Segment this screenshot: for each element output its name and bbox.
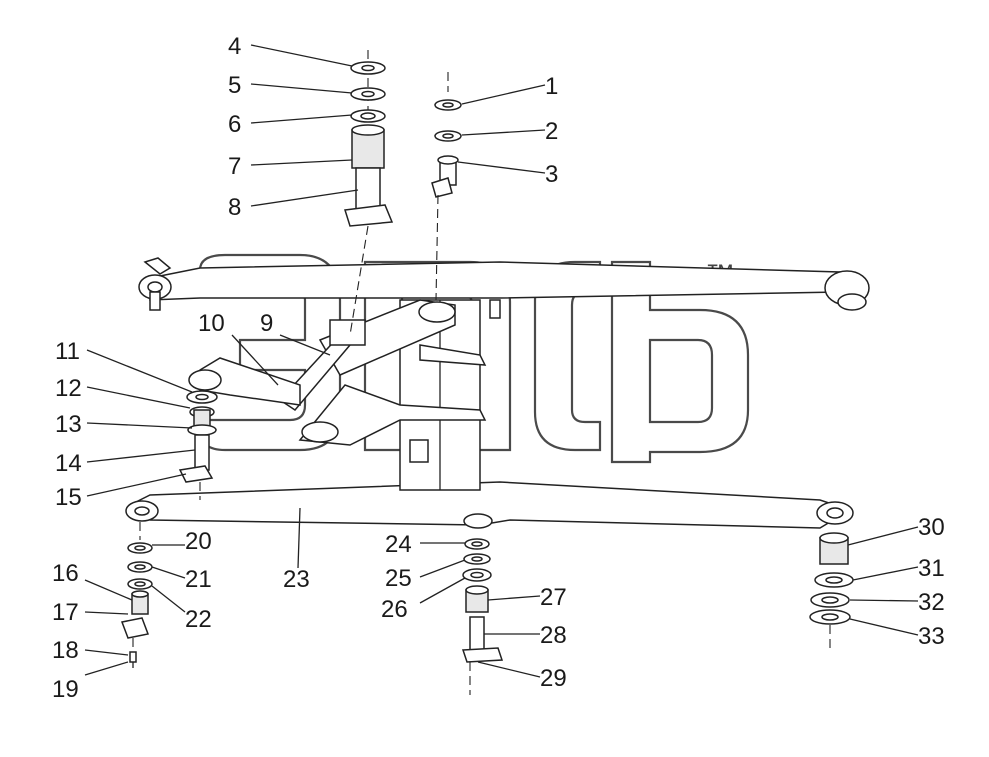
callout-17: 17 xyxy=(52,599,79,626)
callout-25: 25 xyxy=(385,565,412,592)
callout-18: 18 xyxy=(52,637,79,664)
pin-stack-24-29 xyxy=(461,538,504,695)
callout-15: 15 xyxy=(55,484,82,511)
callout-5: 5 xyxy=(228,72,241,99)
callout-8: 8 xyxy=(228,194,241,221)
callout-33: 33 xyxy=(918,623,945,650)
callout-14: 14 xyxy=(55,450,82,477)
callout-28: 28 xyxy=(540,622,567,649)
callout-2: 2 xyxy=(545,118,558,145)
callout-9: 9 xyxy=(260,310,273,337)
pin-stack-1-3 xyxy=(431,72,462,301)
callout-11: 11 xyxy=(55,338,80,365)
upper-beam xyxy=(138,257,870,311)
callout-13: 13 xyxy=(55,411,82,438)
pin-stack-11-15 xyxy=(178,390,218,500)
callout-19: 19 xyxy=(52,676,79,703)
pin-stack-16-22 xyxy=(120,522,153,668)
callout-27: 27 xyxy=(540,584,567,611)
callout-30: 30 xyxy=(918,514,945,541)
callout-10: 10 xyxy=(198,310,225,337)
callout-23: 23 xyxy=(283,566,310,593)
callout-24: 24 xyxy=(385,531,412,558)
lower-beam xyxy=(125,481,854,529)
callout-labels: 1 2 3 4 5 6 7 8 9 10 11 12 13 14 15 16 1… xyxy=(52,33,945,703)
callout-21: 21 xyxy=(185,566,212,593)
callout-31: 31 xyxy=(918,555,945,582)
callout-16: 16 xyxy=(52,560,79,587)
callout-12: 12 xyxy=(55,375,82,402)
callout-29: 29 xyxy=(540,665,567,692)
pin-stack-30-33 xyxy=(809,532,854,652)
callout-6: 6 xyxy=(228,111,241,138)
callout-7: 7 xyxy=(228,153,241,180)
callout-1: 1 xyxy=(545,73,558,100)
leader-lines xyxy=(84,44,919,678)
callout-3: 3 xyxy=(545,161,558,188)
callout-26: 26 xyxy=(381,596,408,623)
callout-4: 4 xyxy=(228,33,241,60)
callout-32: 32 xyxy=(918,589,945,616)
callout-22: 22 xyxy=(185,606,212,633)
callout-20: 20 xyxy=(185,528,212,555)
central-assembly xyxy=(188,299,501,491)
pin-stack-4-8 xyxy=(344,50,394,336)
